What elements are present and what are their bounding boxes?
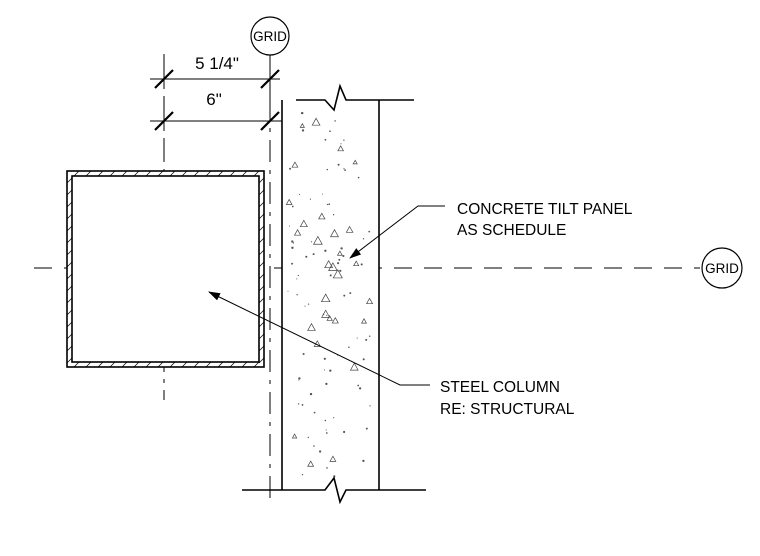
right-grid-bubble-label: GRID — [705, 261, 739, 276]
top-break-line — [296, 83, 414, 112]
panel-note-line2: AS SCHEDULE — [457, 222, 566, 239]
panel-note-line1: CONCRETE TILT PANEL — [457, 201, 633, 218]
panel-note: CONCRETE TILT PANEL AS SCHEDULE — [457, 201, 633, 239]
column-note-line2: RE: STRUCTURAL — [440, 401, 575, 418]
steel-column — [66, 170, 265, 368]
top-grid-bubble-label: GRID — [253, 29, 287, 44]
dimension-lower-label: 6" — [206, 90, 222, 109]
column-note-line1: STEEL COLUMN — [440, 379, 560, 396]
column-note-leader — [208, 291, 430, 386]
bottom-break-line — [242, 476, 426, 505]
top-grid-bubble: GRID — [250, 16, 290, 56]
panel-note-leader — [349, 205, 445, 259]
concrete-stipple-pattern — [285, 111, 374, 478]
right-grid-bubble: GRID — [701, 247, 743, 289]
column-wall-hatch — [66, 170, 265, 368]
dimension-lower: 6" — [150, 90, 296, 131]
dimension-upper: 5 1/4" — [150, 54, 280, 89]
dimension-upper-label: 5 1/4" — [195, 54, 239, 73]
column-note: STEEL COLUMN RE: STRUCTURAL — [440, 379, 575, 418]
concrete-tilt-panel — [242, 83, 426, 505]
